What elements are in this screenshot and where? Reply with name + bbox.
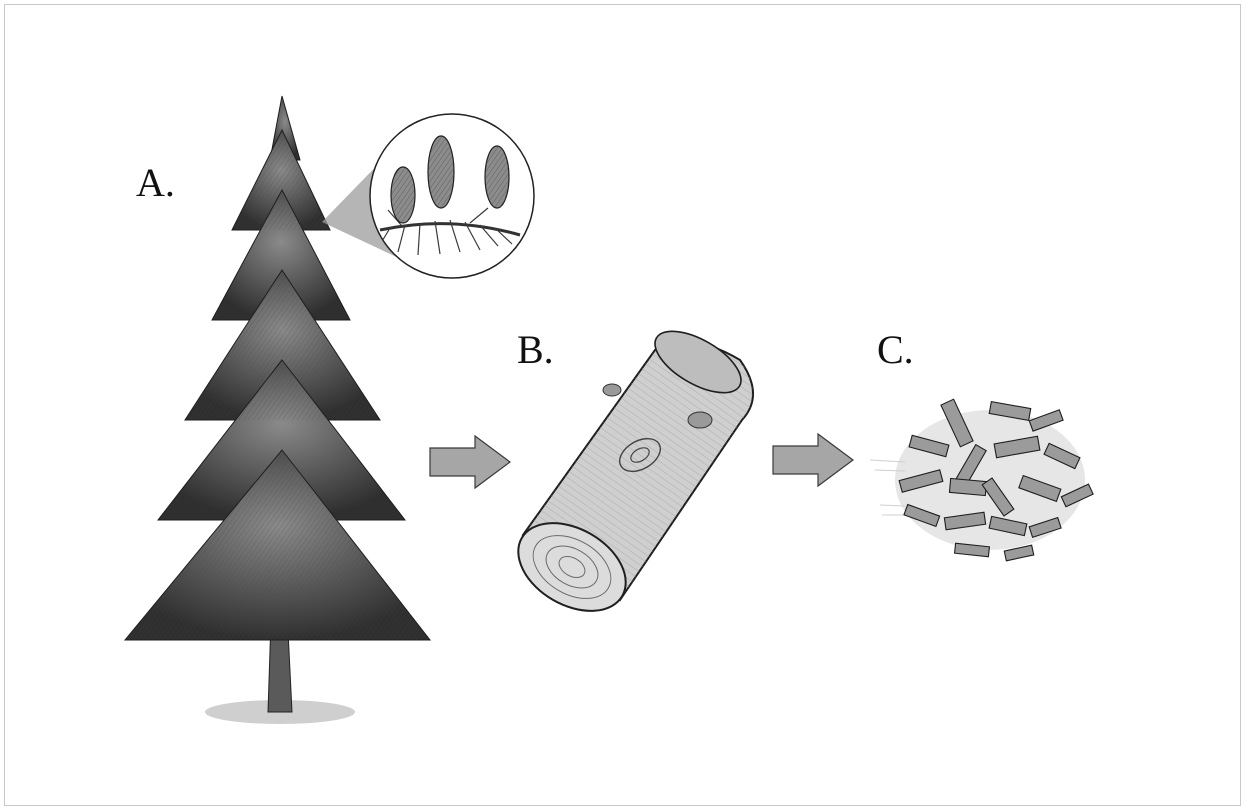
- arrow-b-to-c: [773, 434, 853, 486]
- arrow-a-to-b: [430, 436, 510, 488]
- log-illustration: [503, 319, 753, 629]
- wood-chips-illustration: [870, 399, 1093, 561]
- cones-inset: [370, 114, 534, 278]
